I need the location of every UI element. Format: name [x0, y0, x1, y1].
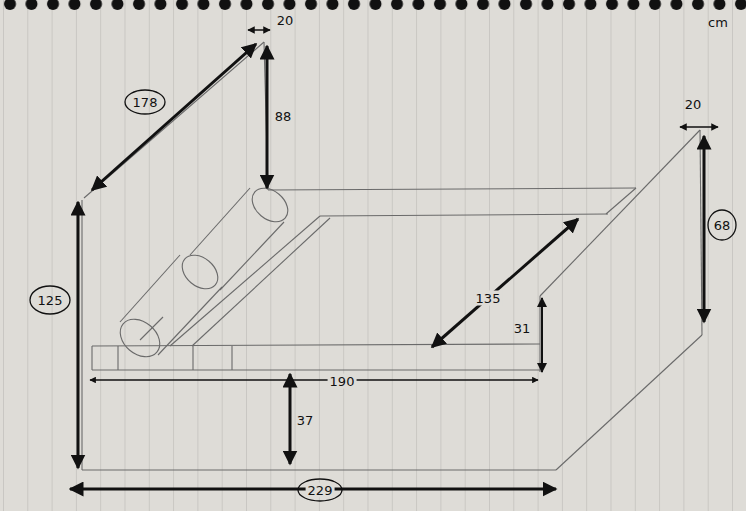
dimension-label: 178 [131, 95, 160, 110]
spiral-holes [0, 0, 746, 12]
dimension-label: 20 [683, 97, 704, 112]
dimension-label: 37 [295, 413, 316, 428]
bed-outline [82, 42, 702, 470]
dimension-label: 20 [275, 13, 296, 28]
dimension-label: 190 [328, 374, 357, 389]
dimension-label: 229 [306, 483, 335, 498]
dimension-label: 88 [273, 109, 294, 124]
dimension-label: 125 [36, 293, 65, 308]
dimension-label: 135 [474, 291, 503, 306]
circle-marks [30, 90, 736, 501]
dimension-arrows [70, 30, 718, 489]
dimension-label: 31 [512, 321, 533, 336]
dimension-label: cm [706, 15, 730, 30]
dimension-label: 68 [712, 218, 733, 233]
